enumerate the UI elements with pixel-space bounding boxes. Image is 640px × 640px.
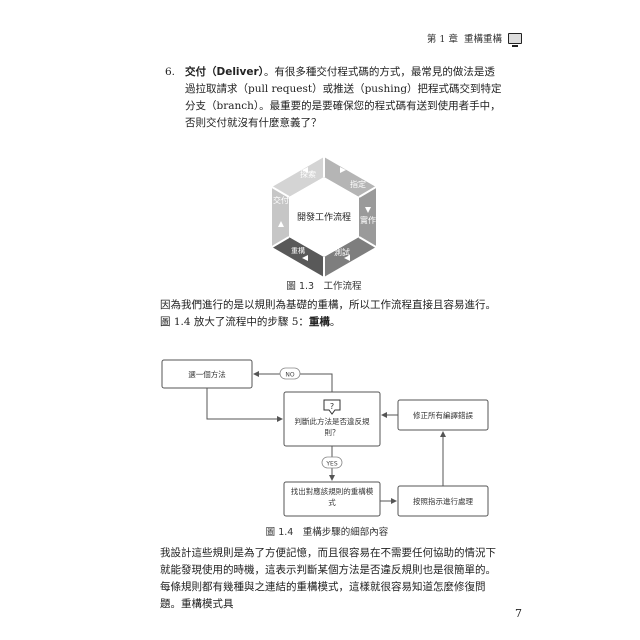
chapter-number: 第 1 章 [426,34,458,45]
body-paragraph-1: 因為我們進行的是以規則為基礎的重構，所以工作流程直接且容易進行。圖 1.4 放大… [160,297,505,331]
figure-1-4-caption: 圖 1.4 重構步驟的細部內容 [265,527,389,538]
list-number: 6. [165,66,176,78]
list-item-deliver: 6. 交付（Deliver）。有很多種交付程式碼的方式，最常見的做法是透過拉取請… [165,64,505,132]
choose-method-label: 選一個方法 [188,369,226,379]
segment-explore-shape [272,157,324,197]
box-find-pattern [283,481,381,517]
term-deliver: 交付（Deliver） [185,66,264,78]
figure-1-3-caption: 圖 1.3 工作流程 [286,281,362,292]
find-pattern-label: 找出對應該規則的重構模式 [290,487,374,507]
decision-symbol: ? [330,402,334,411]
segment-implement-shape [359,187,376,247]
arrow-icon [302,255,308,261]
segment-refactor: 重構 [291,246,305,255]
segment-deliver: 交付 [273,195,289,205]
segment-test: 測試 [334,247,350,257]
arrow-icon [365,207,371,213]
list-item-text: 交付（Deliver）。有很多種交付程式碼的方式，最常見的做法是透過拉取請求（p… [185,64,505,132]
paragraph-1-end: 。 [329,316,341,328]
paragraph-1-bold: 重構 [308,316,330,328]
computer-icon [508,32,522,47]
body-paragraph-2: 我設計這些規則是為了方便記憶，而且很容易在不需要任何協助的情況下就能發現使用的時… [160,547,496,610]
follow-instructions-label: 按照指示進行處理 [413,496,473,506]
yes-label: YES [325,461,337,468]
segment-implement: 實作 [360,215,376,225]
arrow-icon [340,167,346,173]
segment-refactor-shape [272,237,324,277]
arrow-icon [302,167,308,173]
deliver-description: 。有很多種交付程式碼的方式，最常見的做法是透過拉取請求（pull request… [185,66,502,129]
segment-specify: 指定 [350,179,366,189]
fix-errors-label: 修正所有編譯錯誤 [413,410,473,420]
arrow-icon [278,221,284,227]
speech-bubble-icon [323,399,341,415]
chapter-title: 重構重構 [463,34,502,45]
workflow-cycle-diagram: 探索 指定 實作 測試 重構 交付 開發工作流程 [271,157,377,277]
paragraph-1-text: 因為我們進行的是以規則為基礎的重構，所以工作流程直接且容易進行。圖 1.4 放大… [160,299,496,328]
segment-deliver-shape [272,187,289,247]
no-label: NO [285,372,294,379]
judge-method-label: 判斷此方法是否違反規則？ [294,417,370,437]
page-number: 7 [515,607,522,620]
workflow-center-label: 開發工作流程 [297,211,351,223]
segment-specify-shape [324,157,376,197]
segment-explore: 探索 [300,169,316,179]
refactor-steps-flowchart: NO YES ? 選一個方法 判斷此方法是否違反規則？ 修正所有編譯錯誤 找出對… [161,359,489,517]
arrow-icon [344,255,350,261]
running-header: 第 1 章 重構重構 [426,31,522,47]
